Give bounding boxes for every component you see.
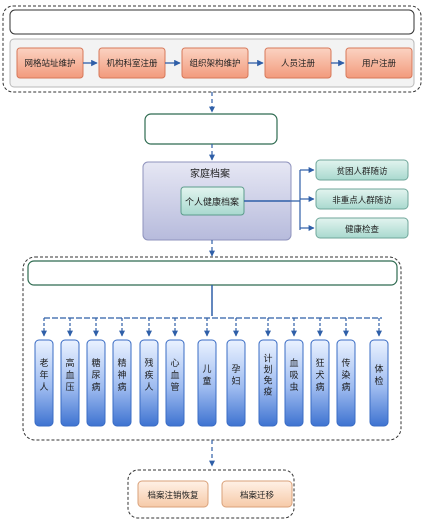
bottom-items: 档案注销恢复 档案迁移: [137, 480, 293, 508]
category-column: [86, 339, 106, 427]
category-column: [369, 339, 389, 427]
top-step-label: 人员注册: [281, 58, 316, 69]
bottom-item-box: [137, 480, 209, 508]
empty-green-box: [144, 113, 278, 145]
personal-archive-label: 个人健康档案: [185, 196, 239, 208]
bottom-dashed-container: [127, 469, 295, 519]
top-header-box: [9, 9, 415, 35]
top-row: 网格站址维护 机构科室注册 组织架构维护 人员注册 用户注册: [16, 47, 413, 79]
bottom-item-label: 档案注销恢复: [147, 490, 199, 501]
top-step-box: [345, 47, 413, 79]
category-column: [34, 339, 54, 427]
family-archive-title: 家庭档案: [190, 167, 230, 180]
top-dashed-container: [2, 5, 422, 93]
category-label: 精神病: [117, 357, 126, 393]
category-column: [60, 339, 80, 427]
categories-header-box: [27, 260, 398, 286]
top-step-label: 网格站址维护: [24, 58, 75, 69]
category-label: 心血管: [170, 358, 179, 393]
category-label: 糖尿病: [91, 357, 100, 393]
bottom-item-box: [221, 480, 293, 508]
side-item-label: 健康检查: [345, 224, 380, 235]
category-label: 计划免疫: [263, 353, 272, 398]
side-item-box: [315, 159, 409, 181]
category-label: 体检: [374, 363, 383, 387]
category-column: [284, 339, 304, 427]
category-label: 狂犬病: [315, 358, 324, 393]
category-column: [226, 339, 246, 427]
side-item-box: [315, 217, 409, 239]
category-label: 孕妇: [231, 364, 240, 387]
category-column: [165, 339, 185, 427]
category-column: [139, 339, 159, 427]
category-column: [336, 339, 356, 427]
category-label: 传染病: [341, 357, 350, 393]
category-label: 血吸虫: [289, 357, 298, 393]
side-branch-line: [290, 170, 301, 230]
category-column: [310, 339, 330, 427]
category-column: [197, 339, 217, 427]
side-item-label: 非重点人群随访: [332, 195, 392, 206]
category-label: 老年人: [39, 357, 48, 393]
side-item-box: [315, 188, 409, 210]
top-step-label: 用户注册: [362, 58, 397, 69]
top-step-label: 组织架构维护: [189, 58, 240, 69]
category-label: 残疾人: [144, 357, 153, 393]
category-label: 儿童: [202, 364, 211, 387]
category-column: [112, 339, 132, 427]
side-item-label: 贫困人群随访: [336, 166, 388, 177]
bottom-item-label: 档案迁移: [240, 490, 275, 501]
top-step-label: 机构科室注册: [106, 58, 158, 69]
category-column: [258, 339, 278, 427]
category-label: 高血压: [65, 357, 74, 393]
